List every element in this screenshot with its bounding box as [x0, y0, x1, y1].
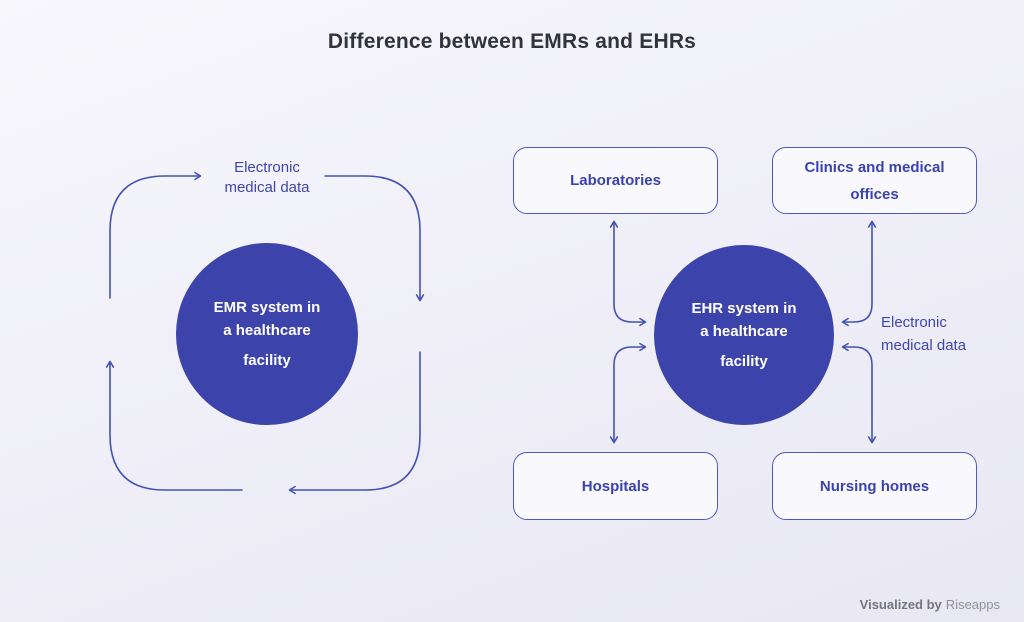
emr-circle-line3: facility: [243, 352, 291, 369]
nursing-homes-box: Nursing homes: [772, 452, 977, 520]
emr-cycle-label-line2: medical data: [224, 179, 310, 196]
footer-brand: Riseapps: [945, 597, 1000, 612]
laboratories-box-label: Laboratories: [570, 172, 661, 189]
clinics-box-label: Clinics and medical offices: [804, 158, 945, 203]
emr-cycle-arrow-top-left: [109, 171, 202, 299]
ehr-connector-laboratories: [609, 220, 647, 327]
emr-circle: EMR system in a healthcare facility: [176, 243, 358, 425]
hospitals-box: Hospitals: [513, 452, 718, 520]
emr-cycle-label: Electronic medical data: [192, 158, 342, 198]
ehr-circle-line3: facility: [720, 353, 768, 370]
emr-circle-line1: EMR system in: [213, 299, 321, 316]
ehr-data-label-line2: medical data: [881, 337, 967, 354]
ehr-circle: EHR system in a healthcare facility: [654, 245, 834, 425]
footer-visualized-by: Visualized by: [859, 597, 942, 612]
ehr-circle-line2: a healthcare: [700, 323, 788, 340]
nursing-homes-box-label: Nursing homes: [819, 477, 930, 495]
clinics-box: Clinics and medical offices: [772, 147, 977, 214]
hospitals-box-label: Hospitals: [581, 477, 650, 495]
ehr-connector-nursing-homes: [841, 342, 877, 444]
ehr-data-label: Electronic medical data: [881, 311, 1011, 357]
ehr-data-label-line1: Electronic: [881, 314, 947, 331]
page-title: Difference between EMRs and EHRs: [327, 30, 697, 53]
emr-cycle-label-line1: Electronic: [234, 159, 300, 176]
ehr-connector-hospitals: [609, 342, 647, 444]
laboratories-box: Laboratories: [513, 147, 718, 214]
ehr-circle-line1: EHR system in: [691, 300, 797, 317]
emr-circle-line2: a healthcare: [223, 322, 311, 339]
ehr-connector-clinics: [841, 220, 877, 327]
